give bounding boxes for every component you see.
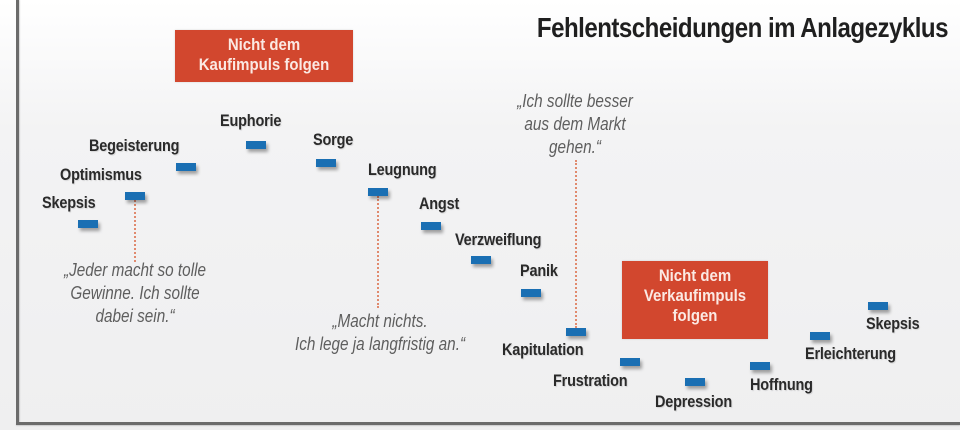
stage-marker-sorge — [316, 159, 336, 167]
quote-greed-line-1: „Jeder macht so tolle — [63, 260, 207, 280]
quote-denial-line-2: Ich lege ja langfristig an.“ — [294, 334, 466, 354]
stage-label-panik: Panik — [520, 261, 558, 280]
connector-leugnung — [377, 196, 379, 308]
stage-label-angst: Angst — [419, 194, 460, 213]
stage-label-euphorie: Euphorie — [220, 111, 282, 130]
callout-buy-line-1: Nicht dem — [227, 35, 301, 54]
stage-marker-panik — [521, 289, 541, 297]
quote-exit: „Ich sollte besser aus dem Markt gehen.“ — [503, 90, 648, 159]
stage-label-begeisterung: Begeisterung — [89, 136, 180, 155]
x-axis-line — [16, 422, 960, 425]
stage-marker-hoffnung — [750, 362, 770, 370]
stage-label-optimismus: Optimismus — [60, 165, 142, 184]
diagram-title: Fehlentscheidungen im Anlagezyklus — [536, 12, 949, 43]
stage-marker-euphorie — [246, 141, 266, 149]
quote-greed-line-3: dabei sein.“ — [95, 306, 175, 326]
stage-label-frustration: Frustration — [553, 371, 628, 390]
stage-marker-depression — [685, 378, 705, 386]
quote-exit-line-3: gehen.“ — [549, 137, 601, 157]
stage-label-leugnung: Leugnung — [368, 160, 437, 179]
stage-marker-angst — [421, 222, 441, 230]
stage-label-sorge: Sorge — [313, 130, 354, 149]
quote-greed: „Jeder macht so tolle Gewinne. Ich sollt… — [37, 259, 233, 328]
quote-denial: „Macht nichts. Ich lege ja langfristig a… — [278, 310, 482, 356]
quote-exit-line-1: „Ich sollte besser — [517, 91, 633, 111]
callout-buy-line-2: Kaufimpuls folgen — [198, 55, 330, 74]
stage-label-verzweiflung: Verzweiflung — [455, 230, 542, 249]
stage-label-depression: Depression — [655, 392, 733, 411]
stage-label-kapitulation: Kapitulation — [502, 340, 584, 359]
callout-sell-impulse: Nicht dem Verkaufimpuls folgen — [622, 261, 768, 339]
stage-label-hoffnung: Hoffnung — [750, 375, 813, 394]
connector-kapitulation — [575, 160, 577, 328]
callout-buy-impulse: Nicht dem Kaufimpuls folgen — [175, 30, 353, 82]
stage-marker-frustration — [620, 358, 640, 366]
y-axis-line — [16, 0, 19, 424]
quote-exit-line-2: aus dem Markt — [524, 114, 626, 134]
callout-sell-line-1: Nicht dem — [658, 266, 732, 285]
stage-marker-erleichterung — [810, 332, 830, 340]
stage-marker-skepsis — [78, 220, 98, 228]
quote-greed-line-2: Gewinne. Ich sollte — [70, 283, 200, 303]
connector-optimismus — [134, 200, 136, 262]
stage-marker-begeisterung — [176, 163, 196, 171]
callout-sell-line-3: folgen — [672, 306, 718, 325]
stage-label-skepsis-2: Skepsis — [866, 314, 920, 333]
quote-denial-line-1: „Macht nichts. — [332, 311, 428, 331]
stage-label-skepsis: Skepsis — [42, 193, 96, 212]
stage-marker-kapitulation — [566, 328, 586, 336]
stage-marker-verzweiflung — [471, 256, 491, 264]
stage-marker-optimismus — [125, 192, 145, 200]
callout-sell-line-2: Verkaufimpuls — [643, 286, 747, 305]
stage-label-erleichterung: Erleichterung — [805, 344, 896, 363]
stage-marker-leugnung — [368, 188, 388, 196]
stage-marker-skepsis-2 — [868, 302, 888, 310]
